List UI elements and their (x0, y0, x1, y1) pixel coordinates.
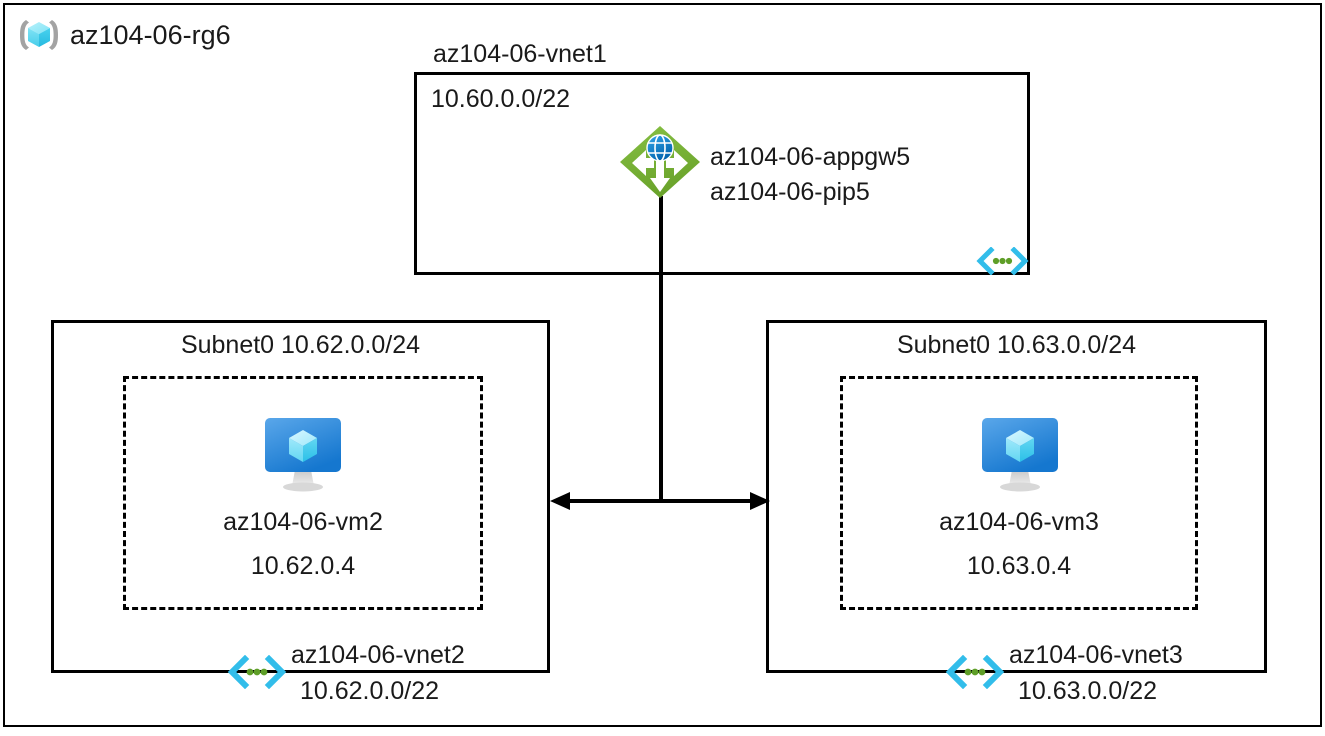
vnet3-subnet-boundary (840, 376, 1198, 610)
vnet2-address-space: 10.62.0.0/22 (300, 677, 440, 705)
vnet3-subnet-label: Subnet0 10.63.0.0/24 (896, 331, 1137, 359)
vnet1-title: az104-06-vnet1 (433, 40, 607, 68)
vnet2-vm-name: az104-06-vm2 (223, 508, 383, 536)
gateway-vertical-line (659, 196, 663, 501)
public-ip-name: az104-06-pip5 (710, 178, 870, 206)
vnet2-virtual-machine-icon[interactable] (257, 412, 349, 496)
vnet3-boundary (766, 320, 1267, 673)
vnet3-virtual-network-icon[interactable] (944, 654, 1006, 690)
vnet1-address-space: 10.60.0.0/22 (431, 85, 571, 113)
vnet2-subnet-label: Subnet0 10.62.0.0/24 (180, 331, 421, 359)
vnet3-virtual-machine-icon[interactable] (974, 412, 1066, 496)
vnet2-name: az104-06-vnet2 (291, 641, 465, 669)
vnet2-vm-ip: 10.62.0.4 (250, 552, 356, 580)
resource-group-cube-icon (18, 16, 60, 54)
resource-group-header: az104-06-rg6 (18, 16, 231, 54)
vnet3-address-space: 10.63.0.0/22 (1018, 677, 1158, 705)
vnet2-subnet-boundary (123, 376, 483, 610)
resource-group-boundary (3, 3, 1322, 727)
vnet3-vm-name: az104-06-vm3 (939, 508, 1099, 536)
bidirectional-peering-arrow (550, 492, 770, 510)
vnet3-vm-ip: 10.63.0.4 (966, 552, 1072, 580)
resource-group-name: az104-06-rg6 (70, 19, 231, 50)
vnet1-virtual-network-icon[interactable] (975, 246, 1030, 276)
appgw-name: az104-06-appgw5 (710, 143, 911, 171)
vnet1-boundary (414, 72, 1030, 275)
application-gateway-icon[interactable] (616, 122, 704, 202)
vnet3-name: az104-06-vnet3 (1009, 641, 1183, 669)
vnet2-virtual-network-icon[interactable] (226, 654, 288, 690)
vnet2-boundary (51, 320, 550, 673)
